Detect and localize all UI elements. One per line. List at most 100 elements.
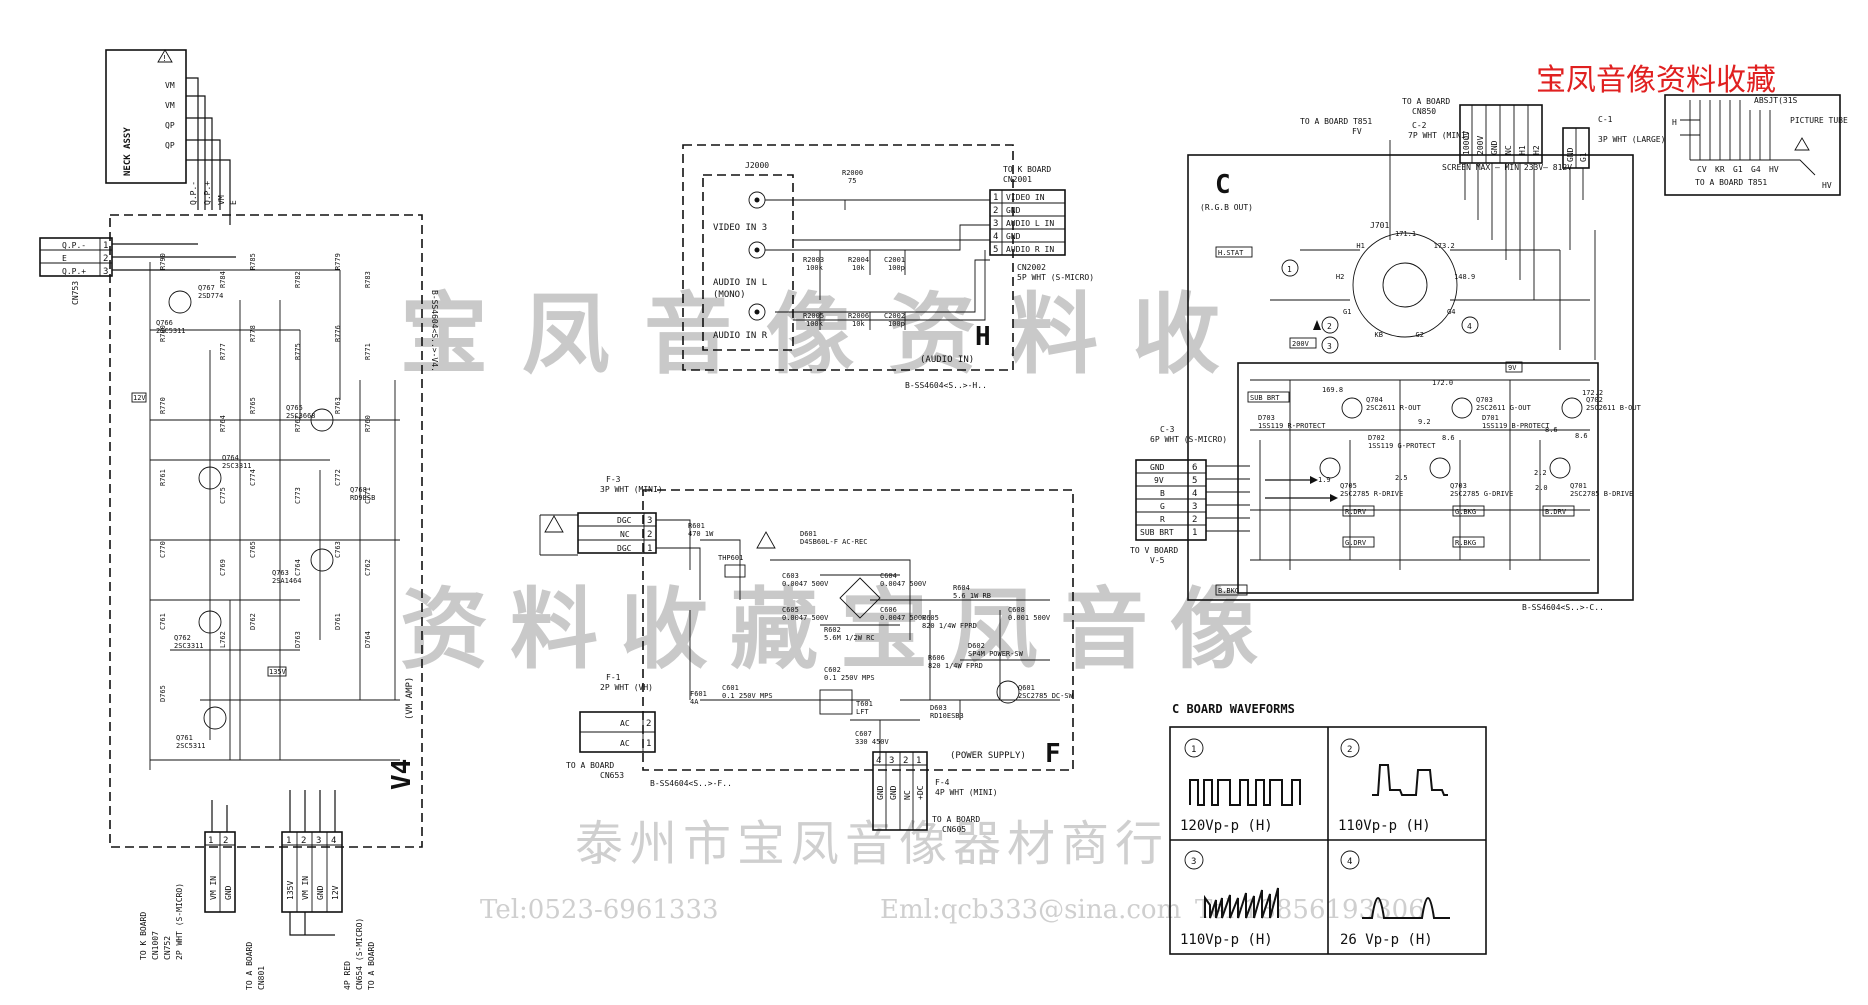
- signal-tag: R.BKG: [1455, 539, 1476, 547]
- jack-j2000-outline: [702, 174, 794, 351]
- f-board-outline: [642, 489, 1074, 771]
- svg-text:C2001: C2001: [884, 256, 905, 264]
- svg-text:2: 2: [903, 756, 908, 766]
- neck-assy-box: [105, 49, 187, 184]
- svg-text:Q765: Q765: [286, 404, 303, 412]
- svg-text:R2003: R2003: [803, 256, 824, 264]
- component-label: R775: [294, 343, 302, 360]
- svg-text:Q768: Q768: [350, 486, 367, 494]
- part-ref: Q601: [1018, 684, 1035, 692]
- transistor-ref: Q705: [1340, 482, 1357, 490]
- part-value: 470 1W: [688, 530, 714, 538]
- svg-text:1: 1: [646, 739, 651, 749]
- voltage-reading: 9.2: [1418, 418, 1431, 426]
- svg-text:TO A BOARD T851: TO A BOARD T851: [1300, 117, 1372, 126]
- svg-text:2SC3311: 2SC3311: [174, 642, 204, 650]
- svg-text:TO A BOARD: TO A BOARD: [566, 761, 614, 770]
- warning-icon: [756, 531, 776, 549]
- part-ref: C602: [824, 666, 841, 674]
- svg-text:G1: G1: [1733, 165, 1743, 174]
- svg-text:4P RED: 4P RED: [343, 961, 352, 990]
- watermark-company: 泰州市宝凤音像器材商行: [575, 816, 1169, 872]
- component-label: R760: [364, 415, 372, 432]
- transistor-ref: Q704: [1366, 396, 1383, 404]
- svg-text:3P WHT (MINI): 3P WHT (MINI): [600, 485, 663, 494]
- signal-tag: B.DRV: [1545, 508, 1567, 516]
- diode-value: 1SS119 R-PROTECT: [1258, 422, 1326, 430]
- wire-label: VM: [217, 195, 226, 205]
- v4-board-ref: B-SS4604<S..>-V4.: [430, 290, 439, 372]
- diode-ref: D701: [1482, 414, 1499, 422]
- transistor-part: 2SC2611 B-OUT: [1586, 404, 1642, 412]
- signal-tag-box: [1505, 361, 1523, 373]
- voltage-reading: 172.2: [1582, 389, 1603, 397]
- transistor-part: 2SC2611 R-OUT: [1366, 404, 1422, 412]
- svg-text:CN850: CN850: [1412, 107, 1436, 116]
- signal-tag-box: [1215, 584, 1248, 596]
- transistor-part: 2SC2785 B-DRIVE: [1570, 490, 1633, 498]
- part-ref: C604: [880, 572, 897, 580]
- svg-text:TO A BOARD: TO A BOARD: [245, 942, 254, 990]
- svg-text:GND: GND: [1006, 232, 1021, 241]
- part-ref: R604: [953, 584, 970, 592]
- svg-text:CN2002: CN2002: [1017, 263, 1046, 272]
- svg-text:GND: GND: [1566, 147, 1575, 162]
- svg-text:3P WHT (LARGE): 3P WHT (LARGE): [1598, 135, 1665, 144]
- part-value: LFT: [856, 708, 869, 716]
- socket-pin-label: 148.9: [1454, 273, 1475, 281]
- socket-pin-label: H2: [1336, 273, 1344, 281]
- voltage-reading: 1.9: [1318, 476, 1331, 484]
- c-transistors: [1319, 397, 1583, 479]
- svg-text:Q763: Q763: [272, 569, 289, 577]
- neck-pin-label: VM: [165, 81, 175, 90]
- voltage-reading: 2.0: [1535, 484, 1548, 492]
- svg-text:GND: GND: [1490, 140, 1499, 155]
- component-label: R761: [159, 469, 167, 486]
- part-value: 0.0047 500V: [782, 614, 829, 622]
- svg-text:2: 2: [1347, 745, 1352, 755]
- input-label: (MONO): [713, 290, 746, 300]
- part-value: 0.0047 500V: [782, 580, 829, 588]
- c-board: C (R.G.B OUT) B-SS4604<S..>-C.. TO A BOA…: [1130, 97, 1665, 612]
- part-value: 0.1 250V MPS: [824, 674, 875, 682]
- svg-text:10k: 10k: [852, 264, 865, 272]
- diode-value: 1SS119 G-PROTECT: [1368, 442, 1436, 450]
- svg-text:6: 6: [1192, 463, 1197, 473]
- cn753-label: CN753: [71, 281, 80, 305]
- v4-transistors: Q767 2SD774 Q766 2SC5311 Q765 2SC3668 Q7…: [156, 284, 375, 750]
- component-label: D763: [294, 631, 302, 648]
- component-label: C772: [334, 469, 342, 486]
- svg-text:AC: AC: [620, 739, 630, 748]
- svg-text:1: 1: [1191, 745, 1196, 755]
- svg-text:12V: 12V: [331, 885, 340, 900]
- voltage-reading: 2.5: [1395, 474, 1408, 482]
- svg-text:VM IN: VM IN: [209, 876, 218, 900]
- component-label: R765: [249, 397, 257, 414]
- svg-text:2: 2: [103, 254, 108, 264]
- svg-text:2SD774: 2SD774: [198, 292, 223, 300]
- signal-tag: R.DRV: [1345, 508, 1367, 516]
- signal-tag-box: [1542, 505, 1575, 517]
- svg-text:2: 2: [1327, 322, 1332, 331]
- c-board-letter: C: [1215, 170, 1231, 200]
- part-value: 0.0047 500V: [880, 614, 927, 622]
- part-ref: D603: [930, 704, 947, 712]
- socket-pin-label: G4: [1447, 308, 1455, 316]
- svg-text:1: 1: [916, 756, 921, 766]
- svg-text:2SC5311: 2SC5311: [156, 327, 186, 335]
- socket-pin-label: H1: [1356, 242, 1364, 250]
- svg-text:4P WHT (MINI): 4P WHT (MINI): [935, 788, 998, 797]
- signal-tag-box: [1289, 337, 1317, 349]
- part-value: 820 1/4W FPRD: [922, 622, 977, 630]
- h-traces: [765, 199, 990, 321]
- svg-text:3: 3: [647, 516, 652, 526]
- component-label: C775: [219, 487, 227, 504]
- svg-text:KR: KR: [1715, 165, 1725, 174]
- svg-text:2P WHT (S-MICRO): 2P WHT (S-MICRO): [175, 883, 184, 960]
- svg-text:3: 3: [1327, 342, 1332, 351]
- component-label: C771: [364, 487, 372, 504]
- watermark-tel: Tel:0523-6961333: [480, 895, 719, 925]
- h-board-letter: H: [975, 322, 991, 352]
- svg-text:GND: GND: [1150, 463, 1165, 472]
